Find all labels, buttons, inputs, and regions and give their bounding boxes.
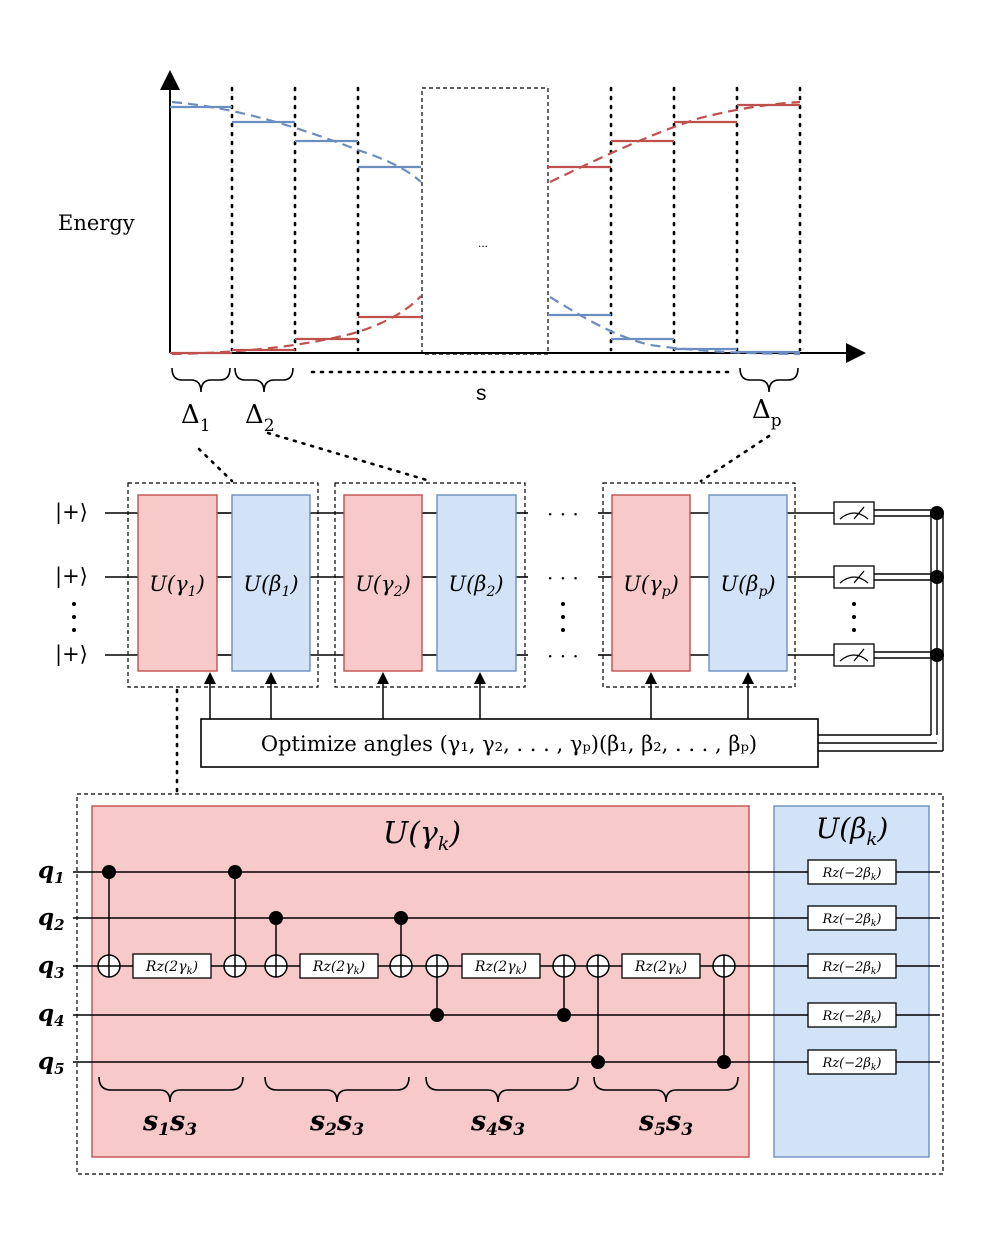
qubit-label-1: q1 xyxy=(38,857,65,887)
mixer-unitary-title: U(βk) xyxy=(816,812,889,850)
mixer-gate-1 xyxy=(231,494,311,672)
x-axis-label: s xyxy=(476,382,487,405)
rz-cost-label-2: Rz(2γk) xyxy=(312,959,365,977)
rz-cost-label-3: Rz(2γk) xyxy=(474,959,527,977)
delta-p-label: Δp xyxy=(752,395,782,431)
qubit-label-4: q4 xyxy=(38,1000,65,1030)
delta-layer-connectors xyxy=(197,431,771,483)
cost-unitary-title: U(γk) xyxy=(383,816,461,855)
rz-mixer-label-5: Rz(−2βk) xyxy=(822,1056,882,1073)
y-axis-label: Energy xyxy=(58,211,135,235)
cost-gate-1 xyxy=(137,494,218,672)
horizontal-ellipsis-2: · · · xyxy=(547,566,579,590)
horizontal-ellipsis-3: · · · xyxy=(547,644,579,668)
delta-braces xyxy=(171,367,799,393)
rz-cost-label-4: Rz(2γk) xyxy=(634,959,687,977)
delta-1-label: Δ1 xyxy=(181,400,211,436)
qubit-label-5: q5 xyxy=(38,1048,65,1078)
input-state-1: |+⟩ xyxy=(55,500,88,525)
vertical-ellipsis-middle xyxy=(561,602,565,632)
cost-gate-p xyxy=(611,494,691,672)
lower-level-series xyxy=(170,100,801,356)
cnot-control-dots xyxy=(102,865,731,1069)
mixer-gate-2-label: U(β2) xyxy=(448,572,503,600)
mixer-gate-p-label: U(βp) xyxy=(720,572,775,600)
cost-gate-2-label: U(γ2) xyxy=(355,572,411,600)
mixer-gate-2 xyxy=(436,494,517,672)
brace-label-3: s4s3 xyxy=(470,1106,525,1140)
rz-cost-label-1: Rz(2γk) xyxy=(145,959,198,977)
input-state-3: |+⟩ xyxy=(55,642,88,667)
mixer-unitary-box xyxy=(773,805,930,1158)
energy-plot: Energy s ... xyxy=(58,70,866,436)
cost-gate-p-label: U(γp) xyxy=(623,572,679,600)
vertical-ellipsis-right xyxy=(852,602,856,632)
mixer-gate-p xyxy=(708,494,788,672)
horizontal-ellipsis-1: · · · xyxy=(547,502,579,526)
vertical-ellipsis-left xyxy=(72,602,76,632)
layer-2-frame xyxy=(334,482,526,688)
brace-label-1: s1s3 xyxy=(142,1106,197,1140)
rz-mixer-gates: Rz(−2βk) Rz(−2βk) Rz(−2βk) Rz(−2βk) Rz(−… xyxy=(807,859,897,1075)
cost-unitary-box xyxy=(91,805,750,1158)
qubit-wires xyxy=(73,871,940,1063)
cost-gate-1-label: U(γ1) xyxy=(149,572,205,600)
qubit-label-3: q3 xyxy=(38,952,65,982)
rz-mixer-label-1: Rz(−2βk) xyxy=(822,866,882,883)
rz-mixer-label-3: Rz(−2βk) xyxy=(822,960,882,977)
optimizer-box xyxy=(200,718,819,768)
qaoa-circuit: |+⟩ |+⟩ |+⟩ · · · · · · · · · U(γ1) xyxy=(55,482,944,768)
input-state-2: |+⟩ xyxy=(55,564,88,589)
elided-region xyxy=(421,87,549,355)
classical-wires xyxy=(818,509,944,752)
measurement-gates xyxy=(833,501,875,667)
elided-ellipsis: ... xyxy=(478,236,488,250)
delta-2-label: Δ2 xyxy=(245,400,275,436)
mixer-gate-1-label: U(β1) xyxy=(243,572,298,600)
layer-p-frame xyxy=(602,482,796,688)
cost-gate-2 xyxy=(343,494,423,672)
upper-level-series xyxy=(170,100,801,356)
feedback-arrows xyxy=(204,672,754,719)
layer-detail: U(γk) U(βk) q1 q2 q3 q4 q5 xyxy=(38,793,944,1175)
rz-mixer-label-2: Rz(−2βk) xyxy=(822,912,882,929)
layer-1-frame xyxy=(127,482,319,688)
brace-label-4: s5s3 xyxy=(638,1106,693,1140)
rz-cost-gates: Rz(2γk) Rz(2γk) Rz(2γk) Rz(2γk) xyxy=(132,953,701,979)
brace-label-2: s2s3 xyxy=(309,1106,364,1140)
classical-control-dots xyxy=(930,506,944,662)
rz-mixer-label-4: Rz(−2βk) xyxy=(822,1009,882,1026)
optimizer-label: Optimize angles (γ₁, γ₂, . . . , γₚ)(β₁,… xyxy=(261,732,757,756)
step-braces xyxy=(98,1076,739,1103)
segment-dividers xyxy=(230,86,802,352)
qubit-label-2: q2 xyxy=(38,904,65,934)
cnot-targets xyxy=(97,954,736,978)
